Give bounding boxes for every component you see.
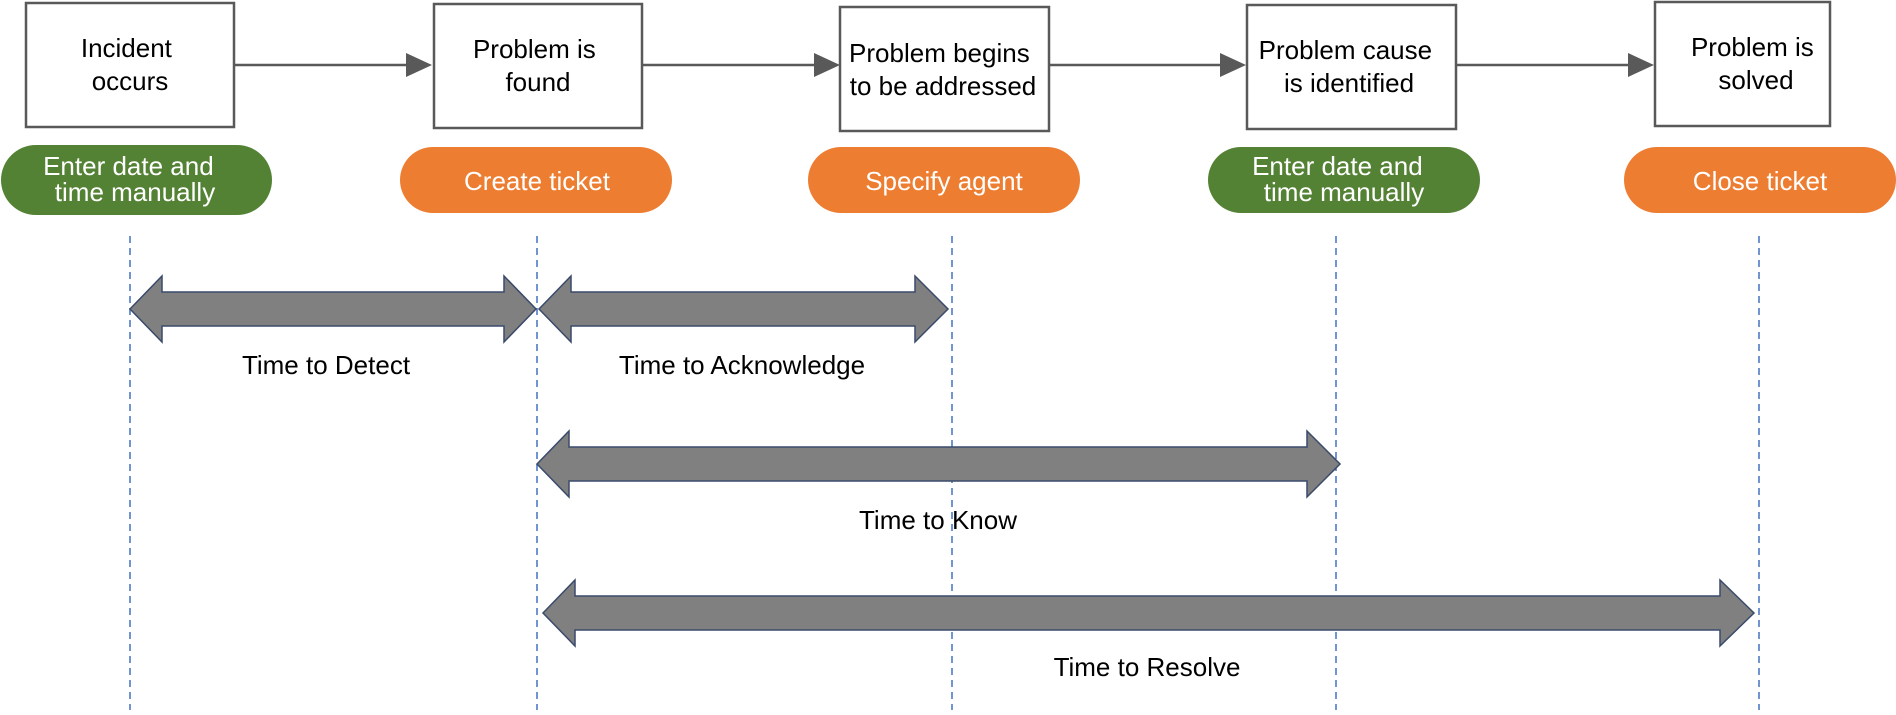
stage-label-line: is identified	[1284, 68, 1414, 98]
double-arrow	[128, 274, 538, 344]
stage-label-line: found	[505, 67, 570, 97]
flow-arrow-4	[1456, 53, 1654, 77]
svg-text:Enter date and time manu: Enter date and time manually	[1252, 151, 1430, 207]
double-arrow	[541, 578, 1756, 648]
interval-time-to-detect: Time to Detect	[128, 274, 538, 380]
stage-box-identified: Problem cause is identified	[1245, 3, 1458, 131]
stage-label-line: Problem cause	[1259, 35, 1432, 65]
stage-label-line: occurs	[92, 66, 169, 96]
stage-label-line: Problem is	[1691, 32, 1814, 62]
action-label-line: Specify agent	[865, 166, 1023, 196]
stage-label-line: solved	[1718, 65, 1793, 95]
svg-text:Close ticket: Close ticket	[1693, 166, 1828, 196]
flow-arrow-2	[642, 53, 840, 77]
stage-box-found: Problem is found	[432, 2, 644, 130]
stage-label-line: Incident	[81, 33, 173, 63]
svg-text:Problem begins to be add: Problem begins to be addressed	[849, 38, 1037, 101]
flow-arrow-3	[1049, 53, 1246, 77]
action-label-line: Close ticket	[1693, 166, 1828, 196]
interval-time-to-know: Time to Know	[535, 429, 1342, 535]
action-pill-addressed: Specify agent	[808, 147, 1080, 213]
interval-time-to-acknowledge: Time to Acknowledge	[537, 274, 950, 380]
action-pill-identified: Enter date and time manually	[1208, 147, 1480, 213]
action-pill-found: Create ticket	[400, 147, 672, 213]
stage-label-line: Problem is	[473, 34, 596, 64]
flow-connectors	[234, 53, 1654, 77]
interval-label: Time to Resolve	[1054, 652, 1241, 682]
svg-text:Incident occurs: Incident occurs	[81, 33, 179, 96]
action-pill-incident: Enter date and time manually	[1, 145, 272, 215]
action-label-line: Create ticket	[464, 166, 611, 196]
double-arrow	[537, 274, 950, 344]
action-label-line: time manually	[55, 177, 215, 207]
action-pill-solved: Close ticket	[1624, 147, 1896, 213]
stage-box-addressed: Problem begins to be addressed	[838, 5, 1051, 133]
svg-text:Problem cause is identif: Problem cause is identified	[1259, 35, 1440, 98]
action-label-line: time manually	[1264, 177, 1424, 207]
stage-label-line: Problem begins	[849, 38, 1030, 68]
svg-text:Specify agent: Specify agent	[865, 166, 1023, 196]
stage-label-line: to be addressed	[850, 71, 1036, 101]
stage-box-solved: Problem is solved	[1653, 0, 1832, 128]
guide-lines	[129, 236, 1760, 710]
svg-text:Problem is solved: Problem is solved	[1691, 32, 1821, 95]
interval-time-to-resolve: Time to Resolve	[541, 578, 1756, 682]
double-arrow	[535, 429, 1342, 499]
svg-text:Problem is found: Problem is found	[473, 34, 603, 97]
interval-label: Time to Know	[859, 505, 1017, 535]
flow-arrow-1	[234, 53, 432, 77]
action-label-line: Enter date and	[1252, 151, 1423, 181]
action-label-line: Enter date and	[43, 151, 214, 181]
svg-text:Create ticket: Create ticket	[464, 166, 611, 196]
interval-label: Time to Detect	[242, 350, 411, 380]
interval-label: Time to Acknowledge	[619, 350, 865, 380]
svg-text:Enter date and time manu: Enter date and time manually	[43, 151, 221, 207]
stage-box-incident: Incident occurs	[24, 1, 236, 129]
